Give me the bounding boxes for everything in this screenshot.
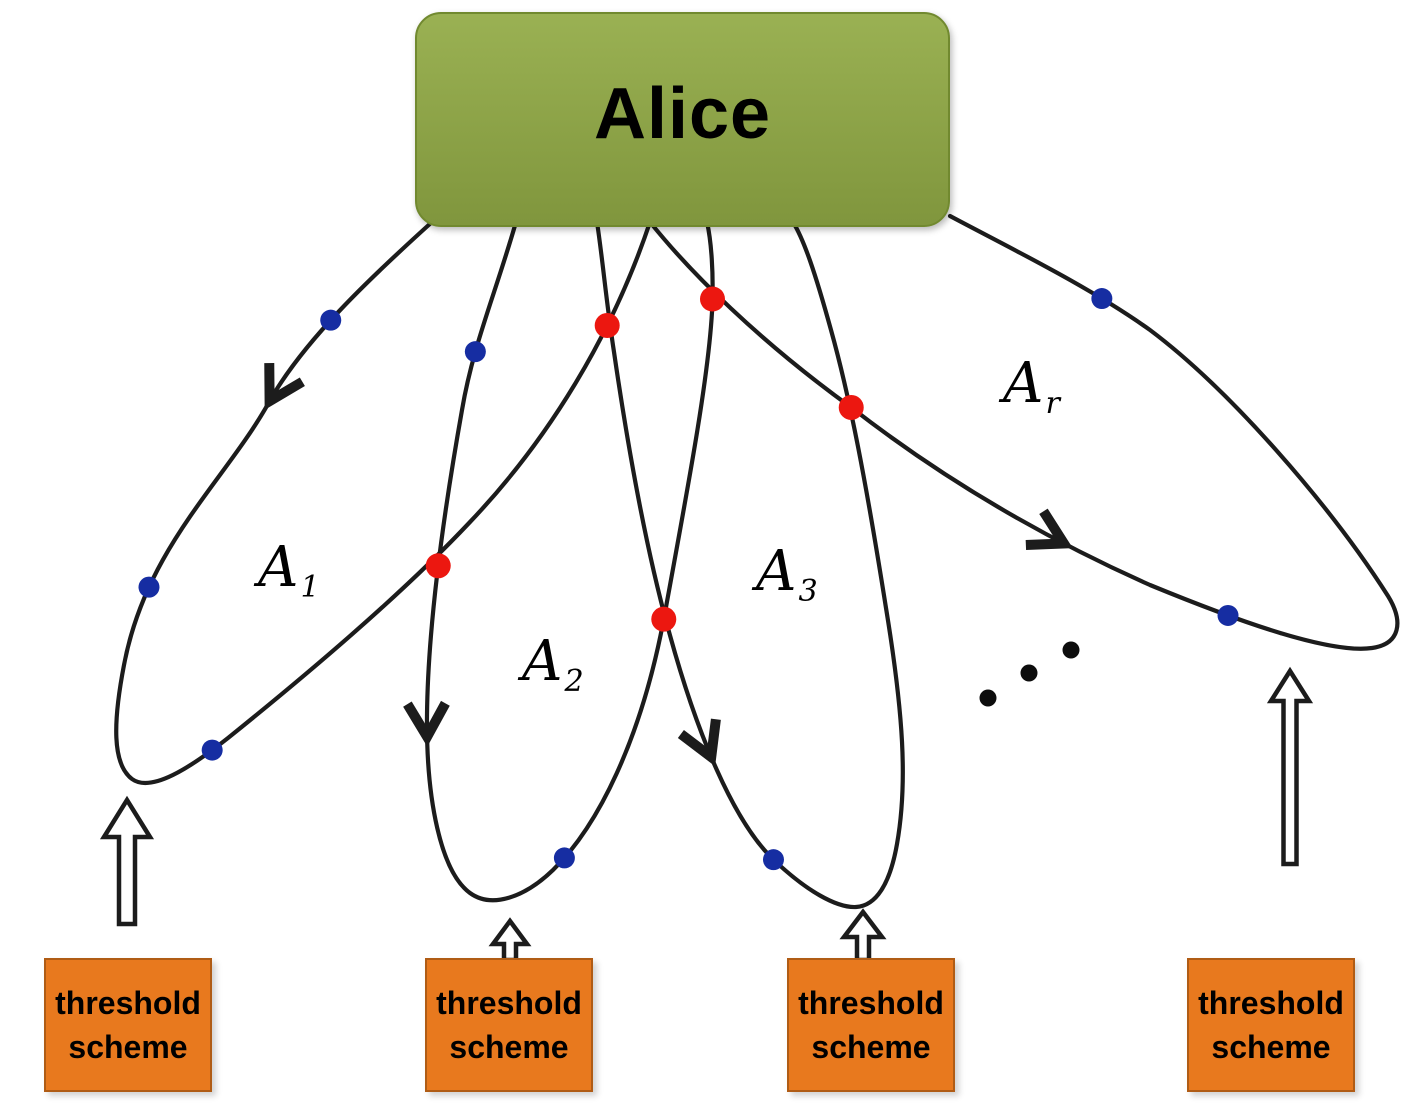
threshold-box-line2: scheme (1211, 1029, 1331, 1065)
threshold-box-line2: scheme (68, 1029, 188, 1065)
ellipsis-dot (1062, 641, 1080, 659)
up-arrow-icon-2 (488, 917, 532, 963)
direction-arrowhead-icon (403, 700, 450, 747)
share-dots (138, 286, 1239, 871)
red-intersection-dot (425, 553, 451, 579)
alice-node: Alice (415, 12, 950, 227)
petal-label-ar: Ar (1003, 351, 1060, 421)
threshold-box-line1: threshold (1198, 985, 1344, 1021)
up-arrow-icon-1 (99, 795, 155, 927)
threshold-box-line1: threshold (798, 985, 944, 1021)
red-intersection-dot (651, 606, 677, 632)
direction-arrowhead-icon (677, 718, 721, 767)
blue-share-dot (762, 849, 784, 871)
threshold-scheme-box-3: threshold scheme (787, 958, 955, 1092)
petal-label-a2: A2 (522, 629, 584, 699)
blue-share-dot (320, 309, 342, 331)
petal-a2-curve (424, 219, 715, 903)
ellipsis-dot (979, 689, 997, 707)
petal-label-a1: A1 (258, 535, 320, 605)
blue-share-dot (201, 739, 223, 761)
threshold-box-line1: threshold (436, 985, 582, 1021)
blue-share-dot (1091, 288, 1113, 310)
blue-share-dot (1217, 604, 1239, 626)
petal-label-a3: A3 (756, 539, 818, 609)
petal-a3-curve (594, 219, 905, 910)
up-arrow-icon-4 (1266, 666, 1314, 867)
threshold-box-line2: scheme (811, 1029, 931, 1065)
upload-arrows (99, 666, 1314, 963)
continuation-dots (979, 641, 1080, 707)
threshold-scheme-box-1: threshold scheme (44, 958, 212, 1092)
up-arrow-icon-3 (839, 908, 887, 963)
red-intersection-dot (838, 394, 864, 420)
threshold-box-line1: threshold (55, 985, 201, 1021)
red-intersection-dot (699, 286, 725, 312)
blue-share-dot (464, 341, 486, 363)
blue-share-dot (138, 576, 160, 598)
red-intersection-dot (594, 312, 620, 338)
petal-a1-curve (114, 219, 653, 786)
blue-share-dot (553, 847, 575, 869)
direction-arrowhead-icon (1025, 508, 1073, 551)
ellipsis-dot (1020, 664, 1038, 682)
direction-arrowhead-icon (264, 363, 305, 410)
alice-node-label: Alice (593, 73, 772, 154)
flow-arrowheads (264, 363, 1073, 767)
threshold-box-line2: scheme (449, 1029, 569, 1065)
threshold-scheme-box-2: threshold scheme (425, 958, 593, 1092)
threshold-scheme-box-4: threshold scheme (1187, 958, 1355, 1092)
